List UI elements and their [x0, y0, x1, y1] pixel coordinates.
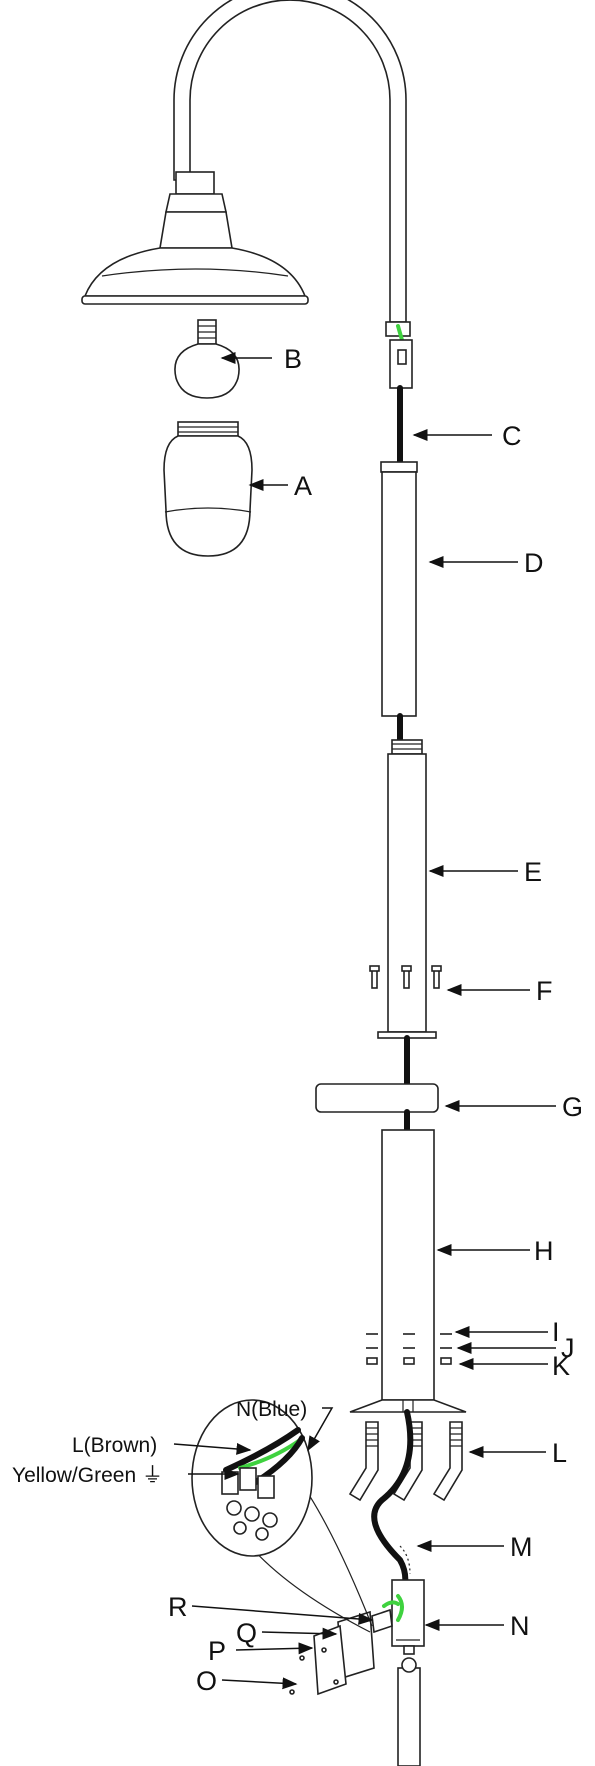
- leader-lines: [173, 352, 556, 1690]
- label-f: F: [536, 976, 553, 1006]
- label-r: R: [168, 1592, 188, 1622]
- junction-box: [391, 1579, 425, 1766]
- label-k: K: [552, 1351, 570, 1381]
- wire-label-neutral: N(Blue): [236, 1398, 307, 1421]
- label-d: D: [524, 548, 544, 578]
- label-j: J: [561, 1333, 575, 1363]
- pole-section-upper: [380, 461, 418, 743]
- main-post: [349, 1129, 467, 1413]
- gooseneck-arm: [173, 0, 407, 323]
- set-screws: [369, 965, 442, 989]
- anchor-bolts: [348, 1421, 463, 1502]
- lamp-shade: [81, 171, 309, 305]
- label-b: B: [284, 344, 302, 374]
- label-e: E: [524, 857, 542, 887]
- label-m: M: [510, 1532, 533, 1562]
- wire-label-live: L(Brown): [72, 1434, 157, 1457]
- light-bulb: [174, 319, 240, 399]
- wiring-detail-callout: [191, 1399, 373, 1633]
- conduit-cable: [371, 1409, 414, 1593]
- label-o: O: [196, 1666, 217, 1696]
- label-n: N: [510, 1611, 530, 1641]
- glass-globe: [163, 421, 253, 557]
- pole-section-middle: [377, 739, 437, 1087]
- label-i: I: [552, 1317, 560, 1347]
- label-p: P: [208, 1636, 226, 1666]
- label-h: H: [534, 1236, 554, 1266]
- lamp-socket: [385, 321, 413, 465]
- label-l: L: [552, 1438, 567, 1468]
- label-c: C: [502, 421, 522, 451]
- anchor-hardware: [366, 1333, 452, 1365]
- label-g: G: [562, 1092, 583, 1122]
- label-q: Q: [236, 1618, 257, 1648]
- base-collar: [315, 1083, 439, 1133]
- wire-label-earth: Yellow/Green ⏚: [12, 1464, 163, 1487]
- label-a: A: [294, 471, 312, 501]
